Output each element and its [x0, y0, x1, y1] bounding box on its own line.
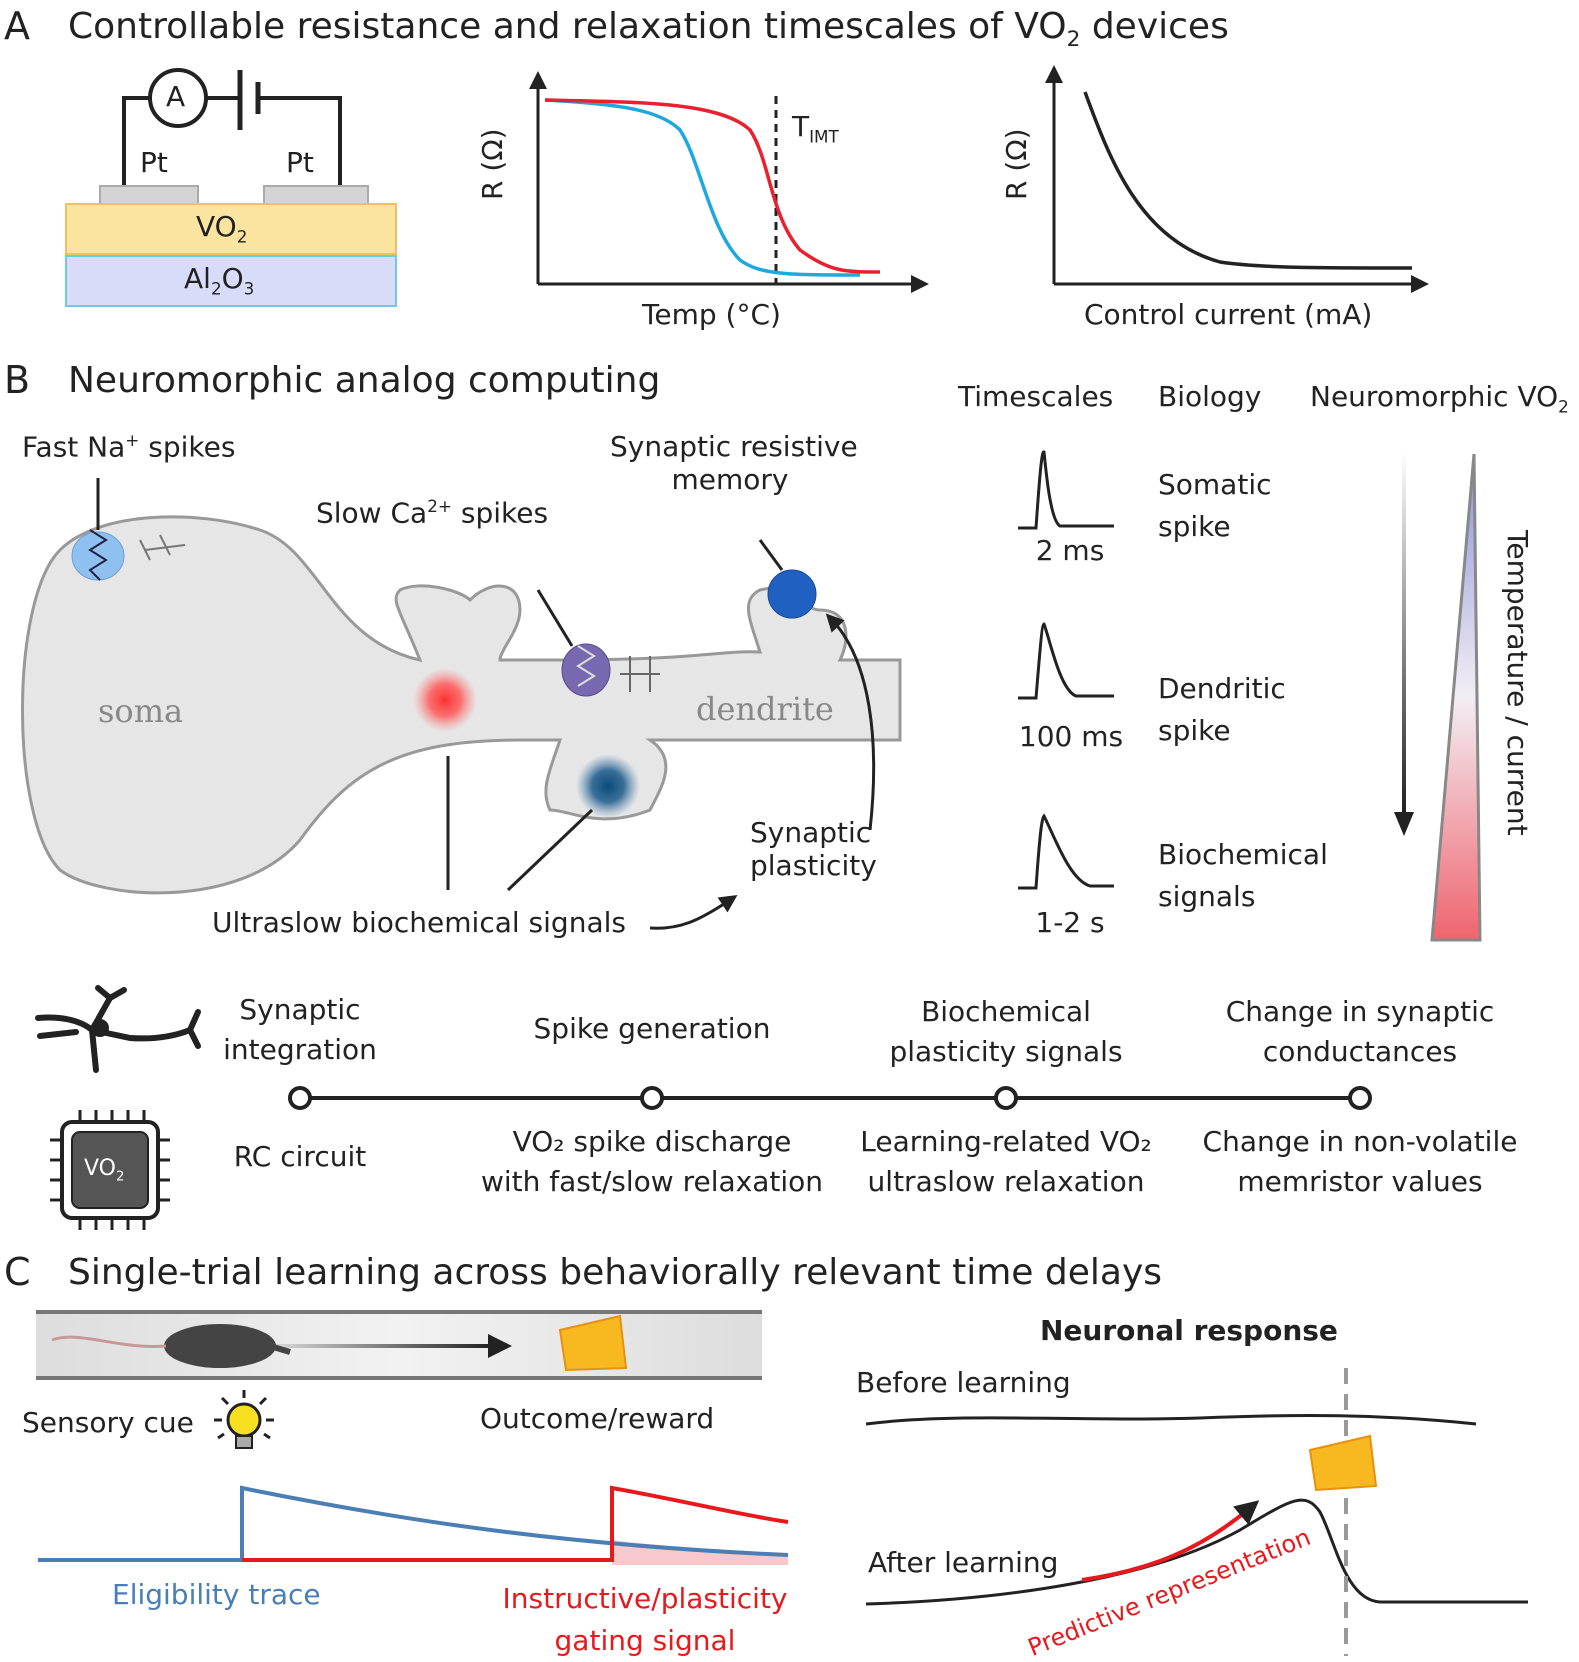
spike-1-2s — [1018, 813, 1114, 890]
panel-b-letter: B — [4, 358, 31, 402]
timescale-row-3: 1-2 s — [1035, 906, 1105, 939]
red-signal-blob — [413, 668, 477, 732]
panel-a-letter: A — [4, 4, 30, 48]
predictive-arrow — [1081, 1500, 1260, 1582]
timescale-row-1: 2 ms — [1035, 534, 1105, 567]
heating-curve — [544, 98, 881, 274]
biochemical-arrow — [649, 895, 738, 930]
synaptic-memristor-icon — [767, 569, 817, 619]
pt-left-label: Pt — [140, 146, 168, 179]
wire-left — [122, 96, 150, 190]
after-learning-label: After learning — [868, 1546, 1059, 1579]
run-arrow — [270, 1344, 490, 1348]
mouse-icon — [164, 1324, 276, 1368]
timeline-node-3 — [994, 1086, 1018, 1110]
device-schematic — [65, 68, 397, 307]
timescale-row-2: 100 ms — [1018, 720, 1124, 753]
panel-b-title: Neuromorphic analog computing — [68, 360, 661, 401]
pt-right-label: Pt — [286, 146, 314, 179]
timeline — [288, 1086, 1372, 1110]
timeline-node-2 — [640, 1086, 664, 1110]
timt-label: TIMT — [792, 110, 839, 147]
timeline-bio-2: Spike generation — [533, 1012, 771, 1045]
instructive-signal — [242, 1485, 789, 1562]
ca-capacitor-icon — [620, 656, 660, 692]
current-plot-ylabel: R (Ω) — [1000, 128, 1033, 200]
temp-plot-xlabel: Temp (°C) — [642, 298, 781, 331]
na-capacitor-icon — [139, 534, 186, 561]
soma-label: soma — [98, 692, 184, 730]
cheese-icon — [558, 1314, 628, 1372]
gradient-label: Temperature / current — [1501, 530, 1534, 836]
pt-electrode-left — [99, 185, 199, 205]
header-biology: Biology — [1158, 380, 1262, 413]
sensory-cue-label: Sensory cue — [22, 1406, 194, 1439]
trace-plot — [38, 1485, 789, 1565]
vo2-layer — [65, 203, 397, 255]
current-resistance-plot — [1045, 65, 1429, 293]
panel-c-title: Single-trial learning across behaviorall… — [68, 1252, 1163, 1293]
neuronal-response-title: Neuronal response — [1040, 1314, 1338, 1347]
timeline-node-1 — [288, 1086, 312, 1110]
al2o3-layer-label: Al2O3 — [184, 262, 255, 299]
plasticity-arrow — [825, 613, 876, 831]
header-neuromorphic: Neuromorphic VO2 — [1310, 380, 1569, 417]
panel-c-letter: C — [4, 1250, 31, 1294]
ultraslow-label: Ultraslow biochemical signals — [212, 906, 626, 939]
lightbulb-icon — [214, 1390, 274, 1449]
cheese-icon-2 — [1308, 1434, 1378, 1492]
eligibility-label: Eligibility trace — [112, 1578, 321, 1611]
temp-resistance-plot — [529, 71, 929, 293]
temp-plot-ylabel: R (Ω) — [476, 128, 509, 200]
neuron-icon — [35, 985, 201, 1073]
spike-2ms — [1018, 450, 1114, 530]
spike-100ms — [1018, 622, 1114, 700]
chip-label: VO2 — [84, 1156, 125, 1185]
neuronal-response-plot — [865, 1368, 1528, 1656]
temperature-gradient-bar — [1430, 453, 1482, 942]
blue-signal-blob — [576, 754, 640, 818]
slow-spikes-label: Slow Ca2+ spikes — [316, 496, 549, 530]
timescale-spikes — [1018, 450, 1114, 890]
dendrite-label: dendrite — [696, 690, 834, 728]
vo2-layer-label: VO2 — [196, 210, 248, 247]
header-timescales: Timescales — [958, 380, 1114, 413]
pt-electrode-right — [263, 185, 369, 205]
neuron-drawing — [21, 478, 902, 930]
al2o3-layer — [65, 255, 397, 307]
vo2-chip-icon — [50, 1110, 170, 1230]
timeline-node-4 — [1348, 1086, 1372, 1110]
panel-a-title: Controllable resistance and relaxation t… — [68, 6, 1229, 53]
cooling-curve — [544, 98, 861, 277]
timeline-vo2-1: RC circuit — [233, 1140, 367, 1173]
resistance-decay-curve — [1083, 91, 1413, 270]
before-learning-label: Before learning — [856, 1366, 1071, 1399]
after-trace — [865, 1498, 1528, 1606]
eligibility-trace — [38, 1485, 789, 1562]
outcome-label: Outcome/reward — [480, 1402, 715, 1435]
fast-spikes-label: Fast Na+ spikes — [22, 430, 236, 464]
maze-tube — [36, 1310, 762, 1380]
before-trace — [865, 1414, 1477, 1426]
ammeter-label: A — [166, 80, 186, 113]
current-plot-xlabel: Control current (mA) — [1084, 298, 1373, 331]
gradient-arrow — [1402, 452, 1406, 812]
